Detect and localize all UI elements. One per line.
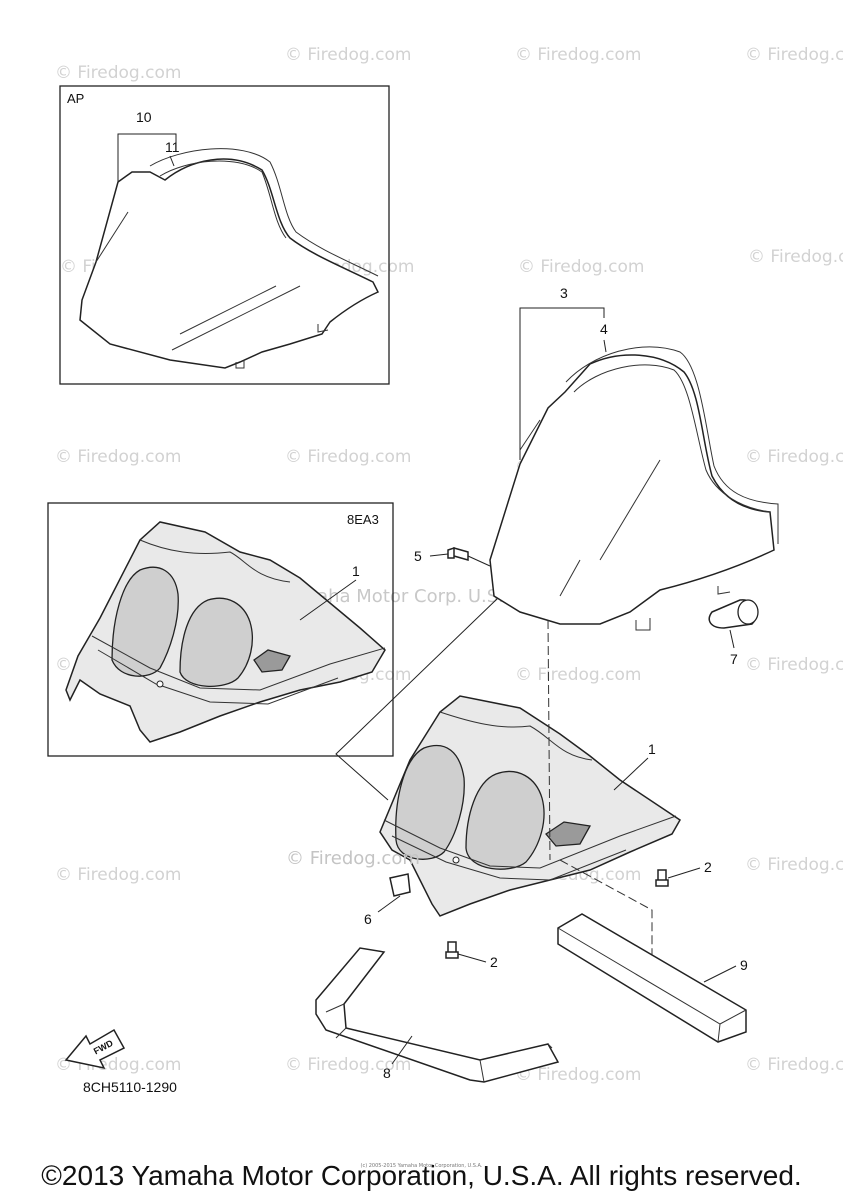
cowl-main-rim — [383, 815, 677, 869]
cowl-main-rim2 — [391, 835, 627, 881]
callout-2b: 2 — [490, 954, 498, 970]
fwd-indicator: FWD — [64, 1028, 126, 1070]
bolt-2a — [655, 869, 669, 887]
cowl-8ea3-rim — [91, 635, 386, 691]
inline-watermark: © Firedog.com — [286, 848, 420, 869]
foam-9 — [557, 913, 747, 1043]
windshield-ap — [79, 158, 380, 369]
watermark: © Firedog.com — [55, 447, 181, 467]
bracket-3 — [519, 307, 605, 460]
leader-7 — [729, 629, 735, 649]
leader-2b — [457, 953, 487, 963]
watermark: © Firedog.com — [285, 447, 411, 467]
cowl-8ea3-lens-right — [179, 597, 253, 688]
cowl-main-bolt — [452, 856, 460, 864]
callout-3: 3 — [560, 285, 568, 301]
callout-6: 6 — [364, 911, 372, 927]
windshield-ap-trim-inner — [159, 160, 287, 239]
cowl-main-top — [439, 711, 593, 761]
watermark: © Firedog.com — [745, 855, 843, 875]
screw-5 — [447, 546, 469, 561]
leader-2a — [667, 867, 701, 879]
drawing-code: 8CH5110-1290 — [83, 1079, 177, 1095]
callout-4: 4 — [600, 321, 608, 337]
leader-5-to-shell — [467, 555, 491, 567]
callout-11: 11 — [165, 139, 180, 155]
windshield-main-tab — [635, 586, 731, 631]
leader-8ea3-1 — [299, 579, 357, 621]
watermark: © Firedog.com — [748, 247, 843, 267]
packing-parts: 8 9 — [315, 913, 748, 1083]
callout-8: 8 — [383, 1065, 391, 1081]
foam-8-edge — [325, 1003, 553, 1083]
windshield-ap-trim — [149, 148, 379, 277]
connector-line — [335, 597, 499, 801]
watermark: © Firedog.com — [55, 63, 181, 83]
cowl-8ea3-top — [139, 539, 291, 583]
cowl-8ea3-lens-left — [111, 566, 179, 677]
watermark: © Firedog.com — [55, 865, 181, 885]
windshield-main: 3 4 5 7 — [414, 285, 779, 667]
watermark: © Firedog.com — [515, 1065, 641, 1085]
connector-dash-9 — [559, 859, 653, 966]
watermark: © Firedog.com — [745, 1055, 843, 1075]
leader-11 — [169, 155, 175, 167]
clip-6 — [389, 873, 411, 897]
watermark: © Firedog.com — [518, 257, 644, 277]
leader-6 — [377, 895, 401, 913]
watermark: © Firedog.com — [515, 665, 641, 685]
watermark: © Firedog.com — [285, 45, 411, 65]
windshield-ap-shade — [95, 211, 301, 351]
callout-8ea3-1: 1 — [352, 563, 360, 579]
connector-dash-vertical — [547, 619, 551, 861]
callout-7: 7 — [730, 651, 738, 667]
grommet-7-head — [737, 599, 759, 625]
callout-1: 1 — [648, 741, 656, 757]
leader-9 — [703, 965, 737, 983]
foam-9-edge — [557, 927, 747, 1043]
watermark: © Firedog.com — [745, 447, 843, 467]
cowl-8ea3-rim2 — [97, 649, 339, 705]
fwd-arrow-icon — [64, 1028, 126, 1070]
leader-1 — [613, 757, 649, 791]
watermark: © Firedog.com — [515, 45, 641, 65]
bracket-10 — [117, 133, 177, 182]
inset-8ea3: 8EA3 1 — [47, 502, 394, 757]
callout-2a: 2 — [704, 859, 712, 875]
cowl-main-lens-right — [465, 770, 545, 870]
callout-5: 5 — [414, 548, 422, 564]
cowl-main-lens-left — [395, 744, 465, 860]
bolt-2b — [445, 941, 459, 959]
inset-ap: AP 10 11 — [59, 85, 390, 385]
inset-8ea3-label: 8EA3 — [347, 512, 379, 527]
cowl-main: 1 2 2 6 © Firedog.com — [286, 597, 712, 970]
leader-5 — [429, 553, 449, 557]
watermark: © Firedog.com — [285, 1055, 411, 1075]
watermark: © Firedog.com — [745, 655, 843, 675]
windshield-main-shell — [489, 354, 775, 625]
inset-ap-label: AP — [67, 91, 84, 106]
leader-4 — [603, 339, 607, 353]
watermark: © Firedog.com — [745, 45, 843, 65]
callout-10: 10 — [136, 109, 152, 125]
windshield-main-trim-inner — [573, 364, 771, 513]
windshield-ap-tab — [235, 324, 329, 369]
windshield-main-shade — [519, 419, 661, 597]
cowl-8ea3-bolt — [156, 680, 164, 688]
footer-small-print: (c) 2005-2015 Yamaha Motor Corporation, … — [360, 1163, 483, 1169]
cowl-8ea3-vent — [253, 649, 291, 673]
footer-copyright: ©2013 Yamaha Motor Corporation, U.S.A. A… — [41, 1160, 802, 1191]
callout-9: 9 — [740, 957, 748, 973]
cowl-main-vent — [545, 821, 592, 847]
leader-8 — [391, 1035, 413, 1065]
windshield-main-trim — [565, 346, 779, 544]
